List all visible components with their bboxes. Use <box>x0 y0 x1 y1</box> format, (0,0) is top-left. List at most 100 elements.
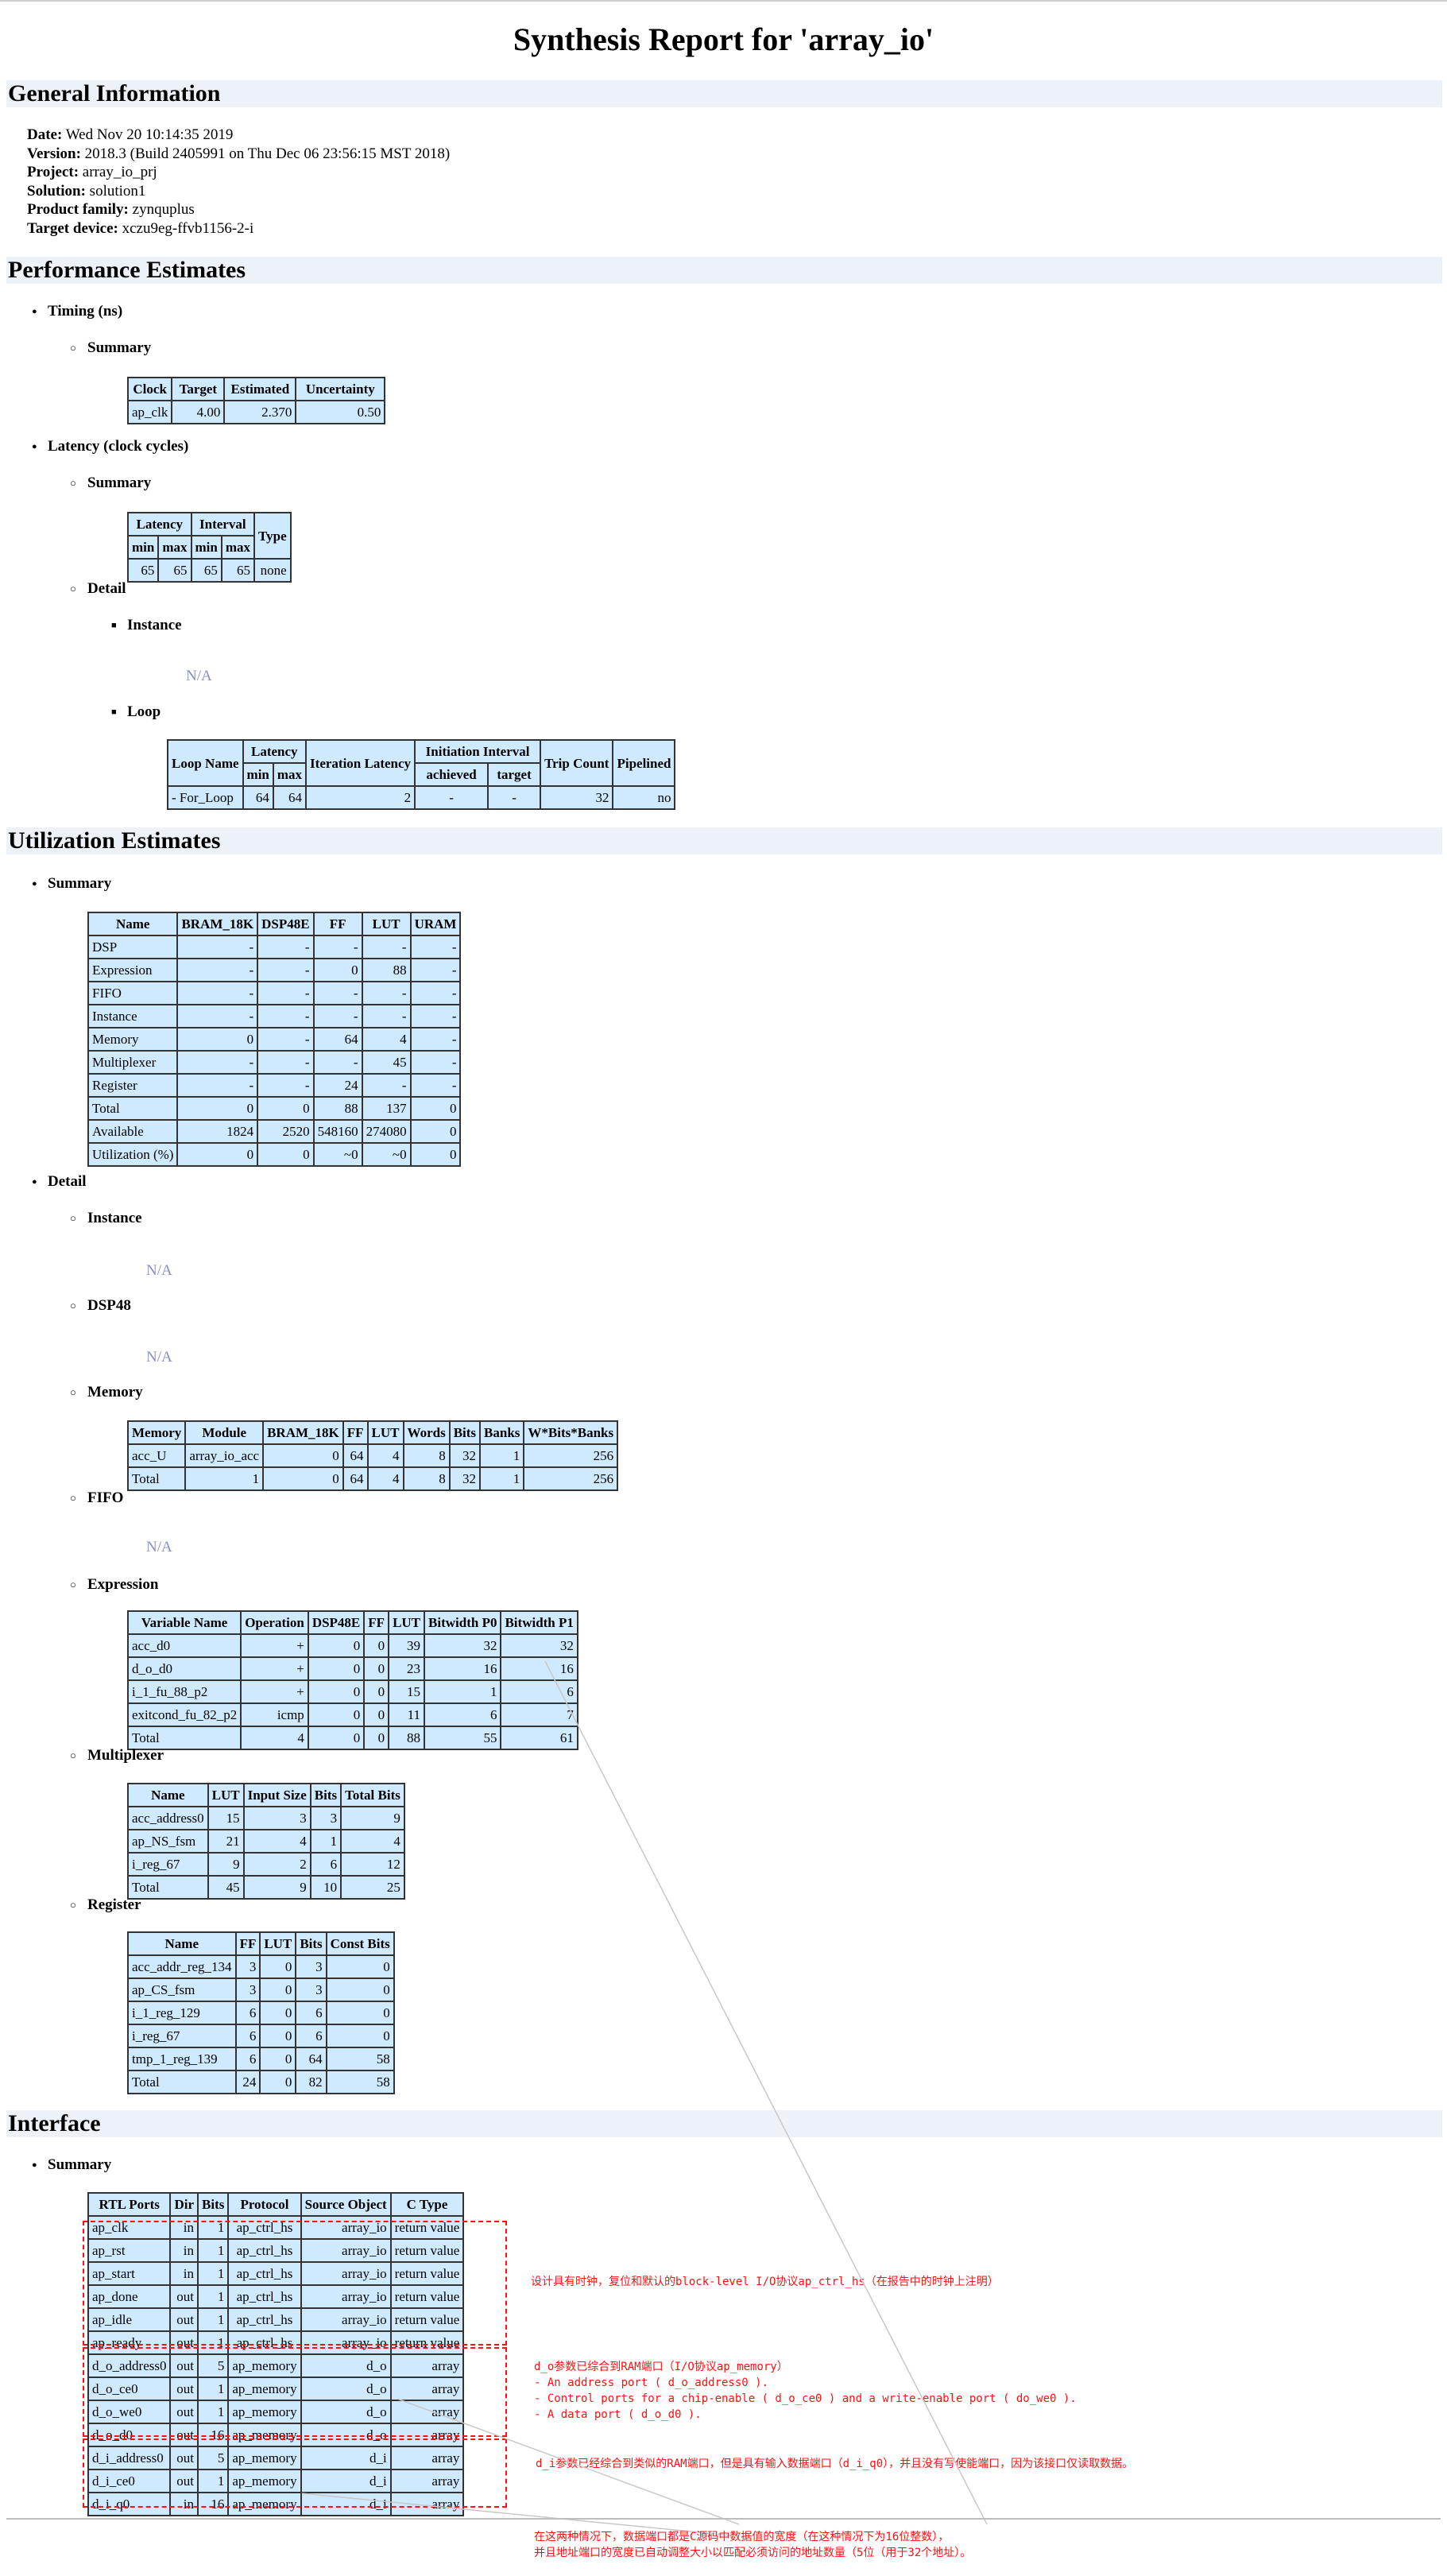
column-header: FF <box>363 1610 390 1635</box>
table-cell: out <box>169 2307 199 2332</box>
table-row: Multiplexer---45- <box>87 1050 462 1075</box>
table-cell: 55 <box>424 1726 502 1750</box>
table-cell: d_o_d0 <box>87 2423 172 2447</box>
table-cell: 1 <box>309 1829 342 1854</box>
table-cell: out <box>169 2353 199 2378</box>
table-cell: return value <box>389 2261 465 2286</box>
table-cell: - <box>409 1004 462 1028</box>
table-cell: 0 <box>325 1954 395 1979</box>
table-cell: ap_memory <box>227 2446 302 2470</box>
column-header: BRAM_18K <box>262 1420 344 1445</box>
table-cell: - <box>176 1004 259 1028</box>
table-cell: ap_memory <box>227 2377 302 2401</box>
general-info: Date: Wed Nov 20 10:14:35 2019 Version: … <box>27 126 450 238</box>
section-interface: Interface <box>6 2110 1442 2137</box>
table-cell: - <box>409 1027 462 1052</box>
table-cell: ap_idle <box>87 2307 172 2332</box>
table-cell: d_o <box>300 2353 392 2378</box>
column-header: Protocol <box>227 2192 302 2217</box>
table-cell: i_reg_67 <box>127 1852 209 1877</box>
dsp48-na: N/A <box>146 1349 172 1365</box>
table-cell: - <box>257 935 315 959</box>
table-cell: ap_memory <box>227 2469 302 2493</box>
page-title: Synthesis Report for 'array_io' <box>513 21 934 57</box>
table-cell: ap_ctrl_hs <box>227 2284 302 2309</box>
table-cell: 6 <box>234 2047 261 2071</box>
table-cell: DSP <box>87 935 179 959</box>
table-cell: 6 <box>234 2001 261 2025</box>
column-header: Const Bits <box>325 1931 395 1956</box>
table-cell: 6 <box>234 2024 261 2048</box>
table-cell: 5 <box>197 2446 230 2470</box>
table-row: DSP----- <box>87 935 462 959</box>
column-header: Bits <box>295 1931 327 1956</box>
table-cell: - <box>409 1050 462 1075</box>
memory-heading: Memory <box>70 1384 143 1401</box>
column-header: FF <box>342 1420 369 1445</box>
column-header: Operation <box>240 1610 309 1635</box>
table-cell: ap_memory <box>227 2400 302 2424</box>
table-cell: return value <box>389 2307 465 2332</box>
table-cell: + <box>240 1656 309 1681</box>
table-cell: 10 <box>309 1875 342 1900</box>
table-cell: return value <box>389 2238 465 2263</box>
table-cell: 8 <box>402 1466 451 1491</box>
table-cell: d_i <box>300 2446 392 2470</box>
table-cell: 1 <box>479 1443 525 1468</box>
table-cell: ap_ctrl_hs <box>227 2215 302 2240</box>
timing-table: Clock Target Estimated Uncertainty ap_cl… <box>126 377 386 424</box>
table-cell: acc_d0 <box>126 1633 242 1658</box>
column-header: Name <box>127 1783 209 1807</box>
table-cell: 45 <box>361 1050 412 1075</box>
column-header: FF <box>234 1931 261 1956</box>
column-header: Name <box>87 912 179 936</box>
table-cell: 9 <box>207 1852 245 1877</box>
table-cell: i_1_fu_88_p2 <box>126 1679 242 1704</box>
table-cell: 8 <box>402 1443 451 1468</box>
fifo-heading: FIFO <box>70 1489 124 1507</box>
table-cell: 0 <box>409 1096 462 1121</box>
table-cell: return value <box>389 2330 465 2355</box>
table-cell: - <box>409 981 462 1005</box>
table-cell: 3 <box>309 1806 342 1830</box>
loop-heading: Loop <box>111 703 161 721</box>
table-cell: Instance <box>87 1004 179 1028</box>
table-cell: ap_clk <box>87 2215 172 2240</box>
table-cell: 0 <box>307 1726 366 1750</box>
table-cell: 3 <box>234 1978 261 2002</box>
table-cell: 45 <box>207 1875 245 1900</box>
table-cell: 1 <box>197 2307 230 2332</box>
table-cell: + <box>240 1679 309 1704</box>
column-header: Words <box>402 1420 451 1445</box>
table-cell: d_o <box>300 2400 392 2424</box>
interface-summary-heading: Summary <box>32 2156 111 2174</box>
register-heading: Register <box>70 1896 141 1914</box>
table-cell: 12 <box>340 1852 405 1877</box>
table-cell: 58 <box>325 2047 395 2071</box>
table-cell: 4 <box>361 1027 412 1052</box>
dsp48-heading: DSP48 <box>70 1297 131 1315</box>
table-cell: 15 <box>388 1679 426 1704</box>
th-clock: Clock <box>126 377 173 401</box>
table-cell: d_o_address0 <box>87 2353 172 2378</box>
table-cell: - <box>409 935 462 959</box>
table-cell: 0 <box>262 1466 344 1491</box>
table-cell: 0 <box>259 2070 297 2094</box>
table-cell: 32 <box>424 1633 502 1658</box>
table-cell: Multiplexer <box>87 1050 179 1075</box>
table-cell: 0 <box>257 1142 315 1167</box>
table-cell: in <box>169 2215 199 2240</box>
table-cell: acc_address0 <box>127 1806 209 1830</box>
table-cell: return value <box>389 2215 465 2240</box>
util-detail-heading: Detail <box>32 1173 86 1191</box>
table-cell: 61 <box>500 1726 578 1750</box>
column-header: DSP48E <box>307 1610 366 1635</box>
table-cell: 25 <box>340 1875 405 1900</box>
